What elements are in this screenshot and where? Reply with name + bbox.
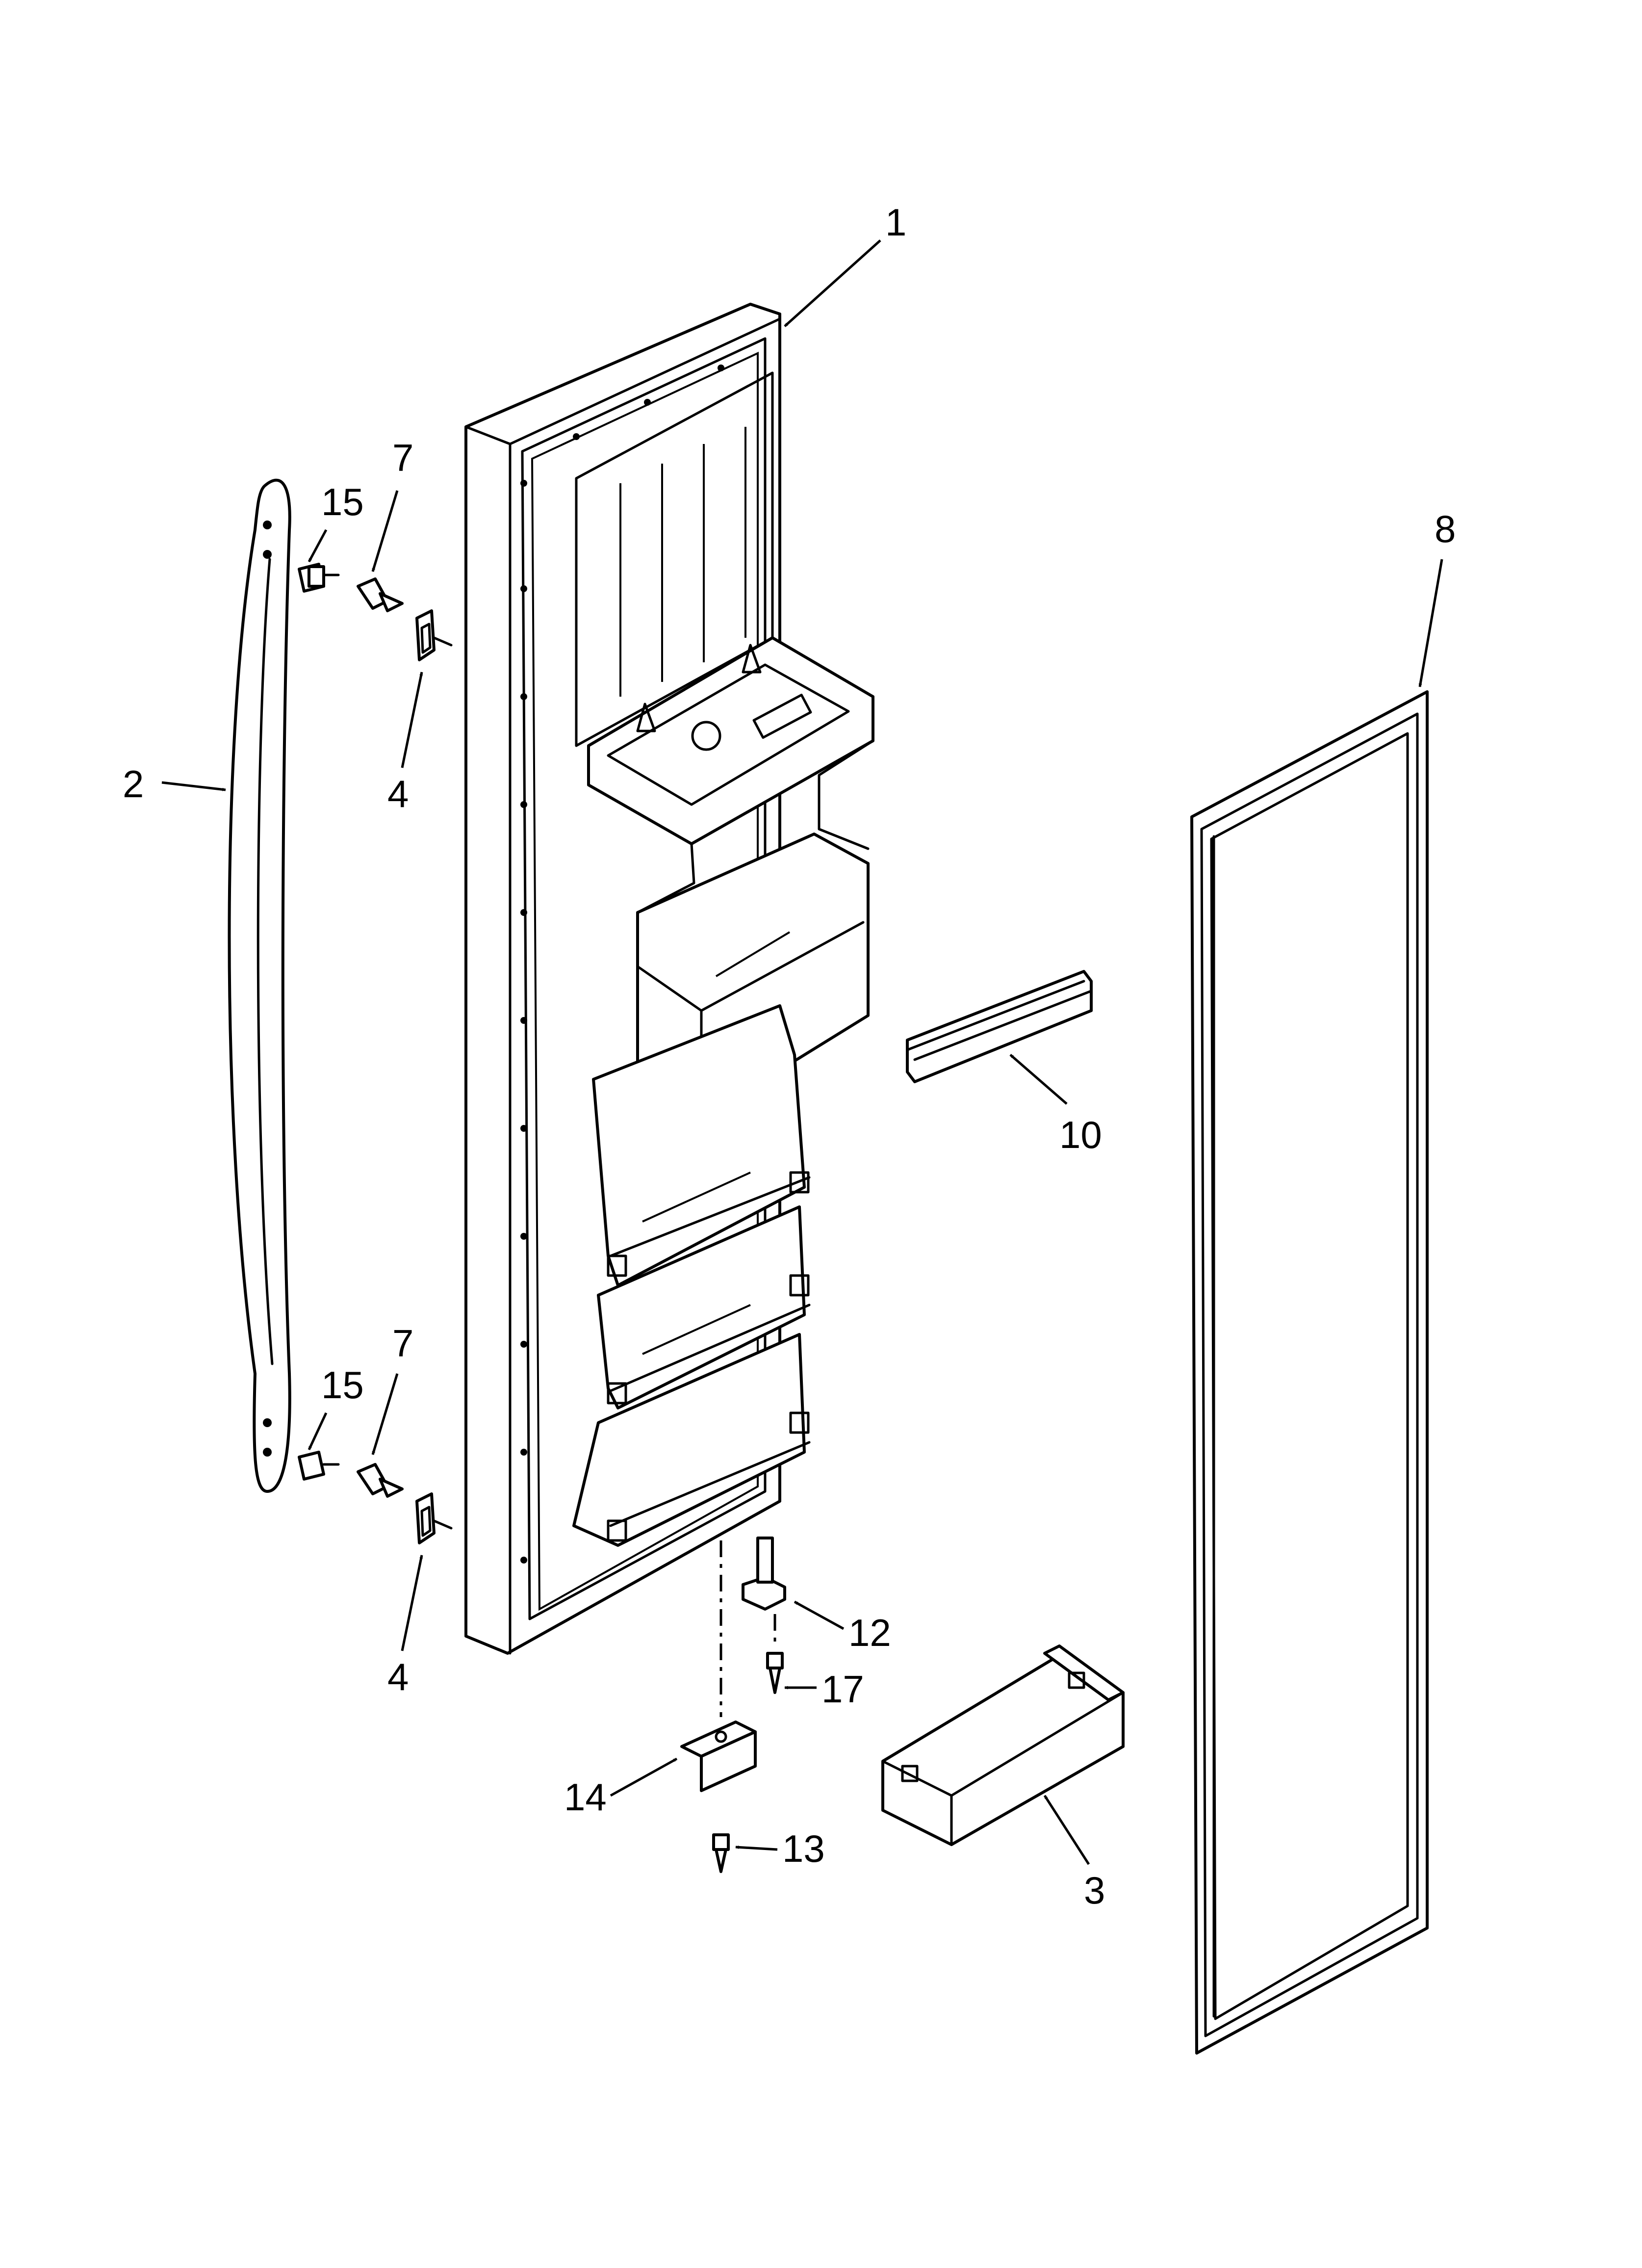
screw-7-bottom: [357, 1463, 404, 1498]
hinge-bracket: [680, 1721, 757, 1792]
callout-10: 10: [1059, 1113, 1102, 1156]
callout-17: 17: [821, 1668, 864, 1711]
callout-12: 12: [848, 1611, 891, 1654]
door-handle: [228, 478, 291, 1493]
callout-4-top: 4: [387, 772, 409, 815]
callout-13: 13: [782, 1827, 825, 1870]
callout-3: 3: [1084, 1869, 1105, 1912]
callout-labels: 1 2 3 4 4 7 7 8 10 12 13 14 15 15 17: [123, 201, 1456, 1912]
callout-4-bottom: 4: [387, 1655, 409, 1698]
freezer-door: [464, 303, 874, 1655]
callout-7-top: 7: [392, 436, 413, 479]
callout-15-top: 15: [321, 480, 364, 523]
callout-14: 14: [564, 1775, 607, 1819]
callout-leaders: [161, 239, 1443, 1865]
clip-4-top: [415, 609, 453, 661]
door-screw-holes: [520, 365, 724, 1564]
callout-1: 1: [885, 201, 906, 244]
callout-15-bottom: 15: [321, 1363, 364, 1407]
screw-7-top: [357, 577, 404, 612]
callout-2: 2: [123, 762, 144, 806]
screw-15-top: [298, 563, 340, 593]
callout-8: 8: [1435, 507, 1456, 550]
shelf-bar: [881, 1644, 1125, 1846]
screw-13: [712, 1833, 730, 1873]
callout-7-bottom: 7: [392, 1322, 413, 1365]
screw-17: [766, 1652, 784, 1694]
trim-strip: [906, 970, 1093, 1083]
hinge-pin: [742, 1537, 786, 1611]
clip-4-bottom: [415, 1492, 453, 1544]
screw-15-bottom: [298, 1451, 340, 1481]
door-gasket: [1190, 690, 1429, 2055]
